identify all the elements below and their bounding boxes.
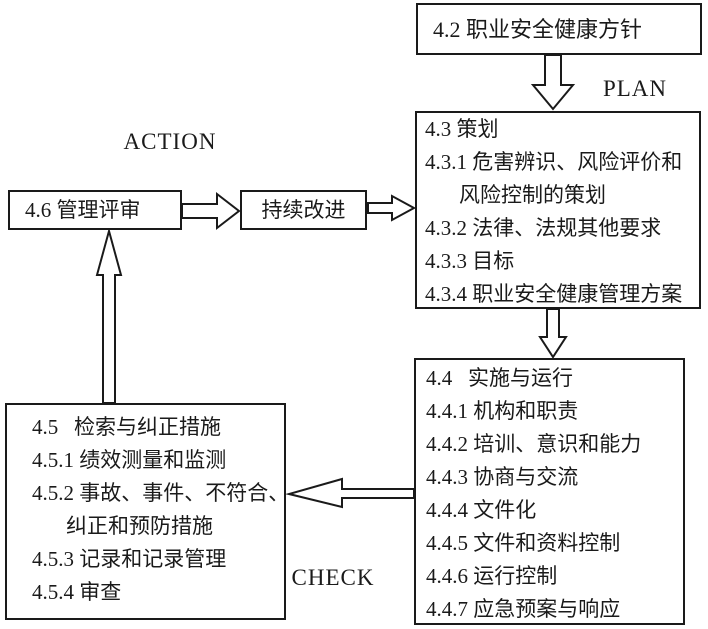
box-line: 4.3.3 目标 — [425, 249, 515, 273]
box-line: 4.4 实施与运行 — [426, 366, 573, 390]
box-line: 4.4.5 文件和资料控制 — [426, 531, 621, 555]
box-line: 4.5.3 记录和记录管理 — [32, 547, 227, 571]
box-line: 4.3 策划 — [425, 117, 499, 141]
box-line: 持续改进 — [261, 197, 346, 222]
box-management-review: 4.6 管理评审 — [8, 190, 182, 230]
box-line: 4.4.2 培训、意识和能力 — [426, 432, 642, 456]
box-planning: 4.3 策划 4.3.1 危害辨识、风险评价和 风险控制的策划 4.3.2 法律… — [415, 111, 701, 309]
arrow-improvement-to-planning-icon — [367, 194, 417, 222]
arrow-policy-to-planning-icon — [530, 54, 576, 111]
box-line: 4.5 检索与纠正措施 — [32, 415, 221, 439]
box-continual-improvement: 持续改进 — [240, 190, 367, 230]
arrow-implementation-to-checking-icon — [285, 477, 415, 509]
box-line: 4.6 管理评审 — [25, 197, 141, 222]
box-osh-policy: 4.2 职业安全健康方针 — [416, 3, 702, 55]
box-line: 4.2 职业安全健康方针 — [433, 16, 643, 42]
box-line: 4.5.4 审查 — [32, 580, 122, 604]
box-implementation-operation: 4.4 实施与运行 4.4.1 机构和职责 4.4.2 培训、意识和能力 4.4… — [414, 358, 685, 625]
arrow-planning-to-implementation-icon — [538, 308, 568, 359]
stage-label-plan: PLAN — [602, 76, 668, 101]
box-line: 风险控制的策划 — [459, 183, 606, 207]
box-checking-corrective-action: 4.5 检索与纠正措施 4.5.1 绩效测量和监测 4.5.2 事故、事件、不符… — [5, 403, 290, 620]
box-line: 4.3.4 职业安全健康管理方案 — [425, 282, 683, 306]
box-line: 4.3.1 危害辨识、风险评价和 — [425, 150, 683, 174]
box-line: 4.4.1 机构和职责 — [426, 399, 579, 423]
box-line: 4.5.2 事故、事件、不符合、 — [32, 481, 290, 505]
stage-label-check: CHECK — [291, 565, 375, 590]
box-line: 4.4.7 应急预案与响应 — [426, 597, 621, 621]
arrow-review-to-improvement-icon — [181, 191, 241, 231]
stage-label-action: ACTION — [123, 129, 217, 154]
box-line: 纠正和预防措施 — [66, 514, 213, 538]
box-line: 4.4.3 协商与交流 — [426, 465, 579, 489]
box-line: 4.4.6 运行控制 — [426, 564, 558, 588]
box-line: 4.5.1 绩效测量和监测 — [32, 448, 227, 472]
box-line: 4.4.4 文件化 — [426, 498, 537, 522]
box-line: 4.3.2 法律、法规其他要求 — [425, 216, 662, 240]
arrow-checking-to-review-icon — [95, 227, 123, 404]
